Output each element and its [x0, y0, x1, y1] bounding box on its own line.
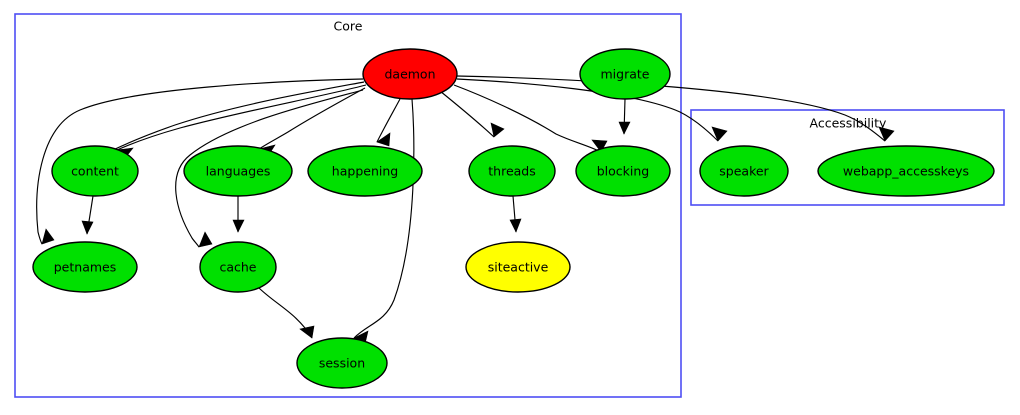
edge-migrate-to-blocking[interactable] — [618, 98, 631, 135]
edge-arrowhead-icon — [618, 121, 631, 135]
edge-languages-to-cache[interactable] — [232, 196, 245, 233]
edge-line — [376, 98, 401, 143]
edge-arrowhead-icon — [490, 122, 505, 138]
node-threads[interactable]: threads — [468, 145, 556, 197]
edges-layer — [36, 75, 895, 345]
node-siteactive[interactable]: siteactive — [465, 241, 571, 293]
node-session[interactable]: session — [296, 337, 388, 389]
node-webapp_accesskeys[interactable]: webapp_accesskeys — [817, 145, 995, 197]
edge-content-to-petnames[interactable] — [81, 195, 94, 235]
node-shape-cache[interactable] — [199, 241, 277, 293]
edge-arrowhead-icon — [509, 218, 522, 233]
cluster-accessibility: Accessibility — [690, 109, 1005, 206]
edge-daemon-to-webapp_accesskeys[interactable] — [456, 75, 895, 142]
edge-threads-to-siteactive[interactable] — [509, 195, 522, 233]
edge-arrowhead-icon — [591, 139, 608, 153]
node-blocking[interactable]: blocking — [575, 145, 671, 197]
edge-line — [439, 90, 495, 138]
node-languages[interactable]: languages — [183, 145, 293, 197]
edge-line — [175, 89, 364, 248]
edge-daemon-to-threads[interactable] — [439, 90, 505, 138]
edge-daemon-to-blocking[interactable] — [453, 84, 608, 153]
cluster-label-accessibility: Accessibility — [810, 116, 888, 131]
edge-arrowhead-icon — [376, 132, 391, 147]
edge-line — [112, 81, 365, 151]
edge-daemon-to-cache[interactable] — [175, 89, 364, 248]
edge-daemon-to-speaker[interactable] — [456, 78, 728, 142]
edge-daemon-to-happening[interactable] — [376, 98, 401, 147]
node-shape-blocking[interactable] — [575, 145, 671, 197]
node-shape-content[interactable] — [51, 145, 139, 197]
cluster-core: Core — [14, 13, 682, 398]
node-migrate[interactable]: migrate — [579, 48, 671, 100]
edge-line — [456, 78, 719, 142]
edge-arrowhead-icon — [232, 219, 245, 233]
node-shape-migrate[interactable] — [579, 48, 671, 100]
node-speaker[interactable]: speaker — [699, 145, 789, 197]
node-cache[interactable]: cache — [199, 241, 277, 293]
edge-arrowhead-icon — [81, 220, 94, 235]
node-shape-petnames[interactable] — [32, 241, 138, 293]
node-daemon[interactable]: daemon — [362, 48, 458, 100]
edge-daemon-to-petnames[interactable] — [36, 78, 364, 245]
node-shape-languages[interactable] — [183, 145, 293, 197]
edge-arrowhead-icon — [198, 231, 213, 248]
edge-line — [36, 78, 364, 245]
node-content[interactable]: content — [51, 145, 139, 197]
node-shape-siteactive[interactable] — [465, 241, 571, 293]
edge-cache-to-session[interactable] — [257, 286, 315, 339]
edge-line — [453, 84, 602, 153]
node-petnames[interactable]: petnames — [32, 241, 138, 293]
cluster-label-core: Core — [334, 19, 363, 34]
node-shape-daemon[interactable] — [362, 48, 458, 100]
node-shape-webapp_accesskeys[interactable] — [817, 145, 995, 197]
edge-line — [116, 84, 367, 151]
cluster-border-core — [14, 13, 682, 398]
node-shape-threads[interactable] — [468, 145, 556, 197]
edge-line — [353, 98, 415, 339]
node-shape-session[interactable] — [296, 337, 388, 389]
edge-line — [456, 75, 886, 142]
edge-arrowhead-icon — [41, 228, 55, 245]
node-shape-happening[interactable] — [307, 145, 423, 197]
edge-arrowhead-icon — [299, 325, 315, 339]
cluster-label-backing-core — [306, 18, 390, 36]
node-shape-speaker[interactable] — [699, 145, 789, 197]
node-happening[interactable]: happening — [307, 145, 423, 197]
cluster-border-accessibility — [690, 109, 1005, 206]
edge-arrowhead-icon — [711, 126, 728, 142]
edge-line — [258, 87, 366, 150]
edge-arrowhead-icon — [878, 126, 895, 142]
